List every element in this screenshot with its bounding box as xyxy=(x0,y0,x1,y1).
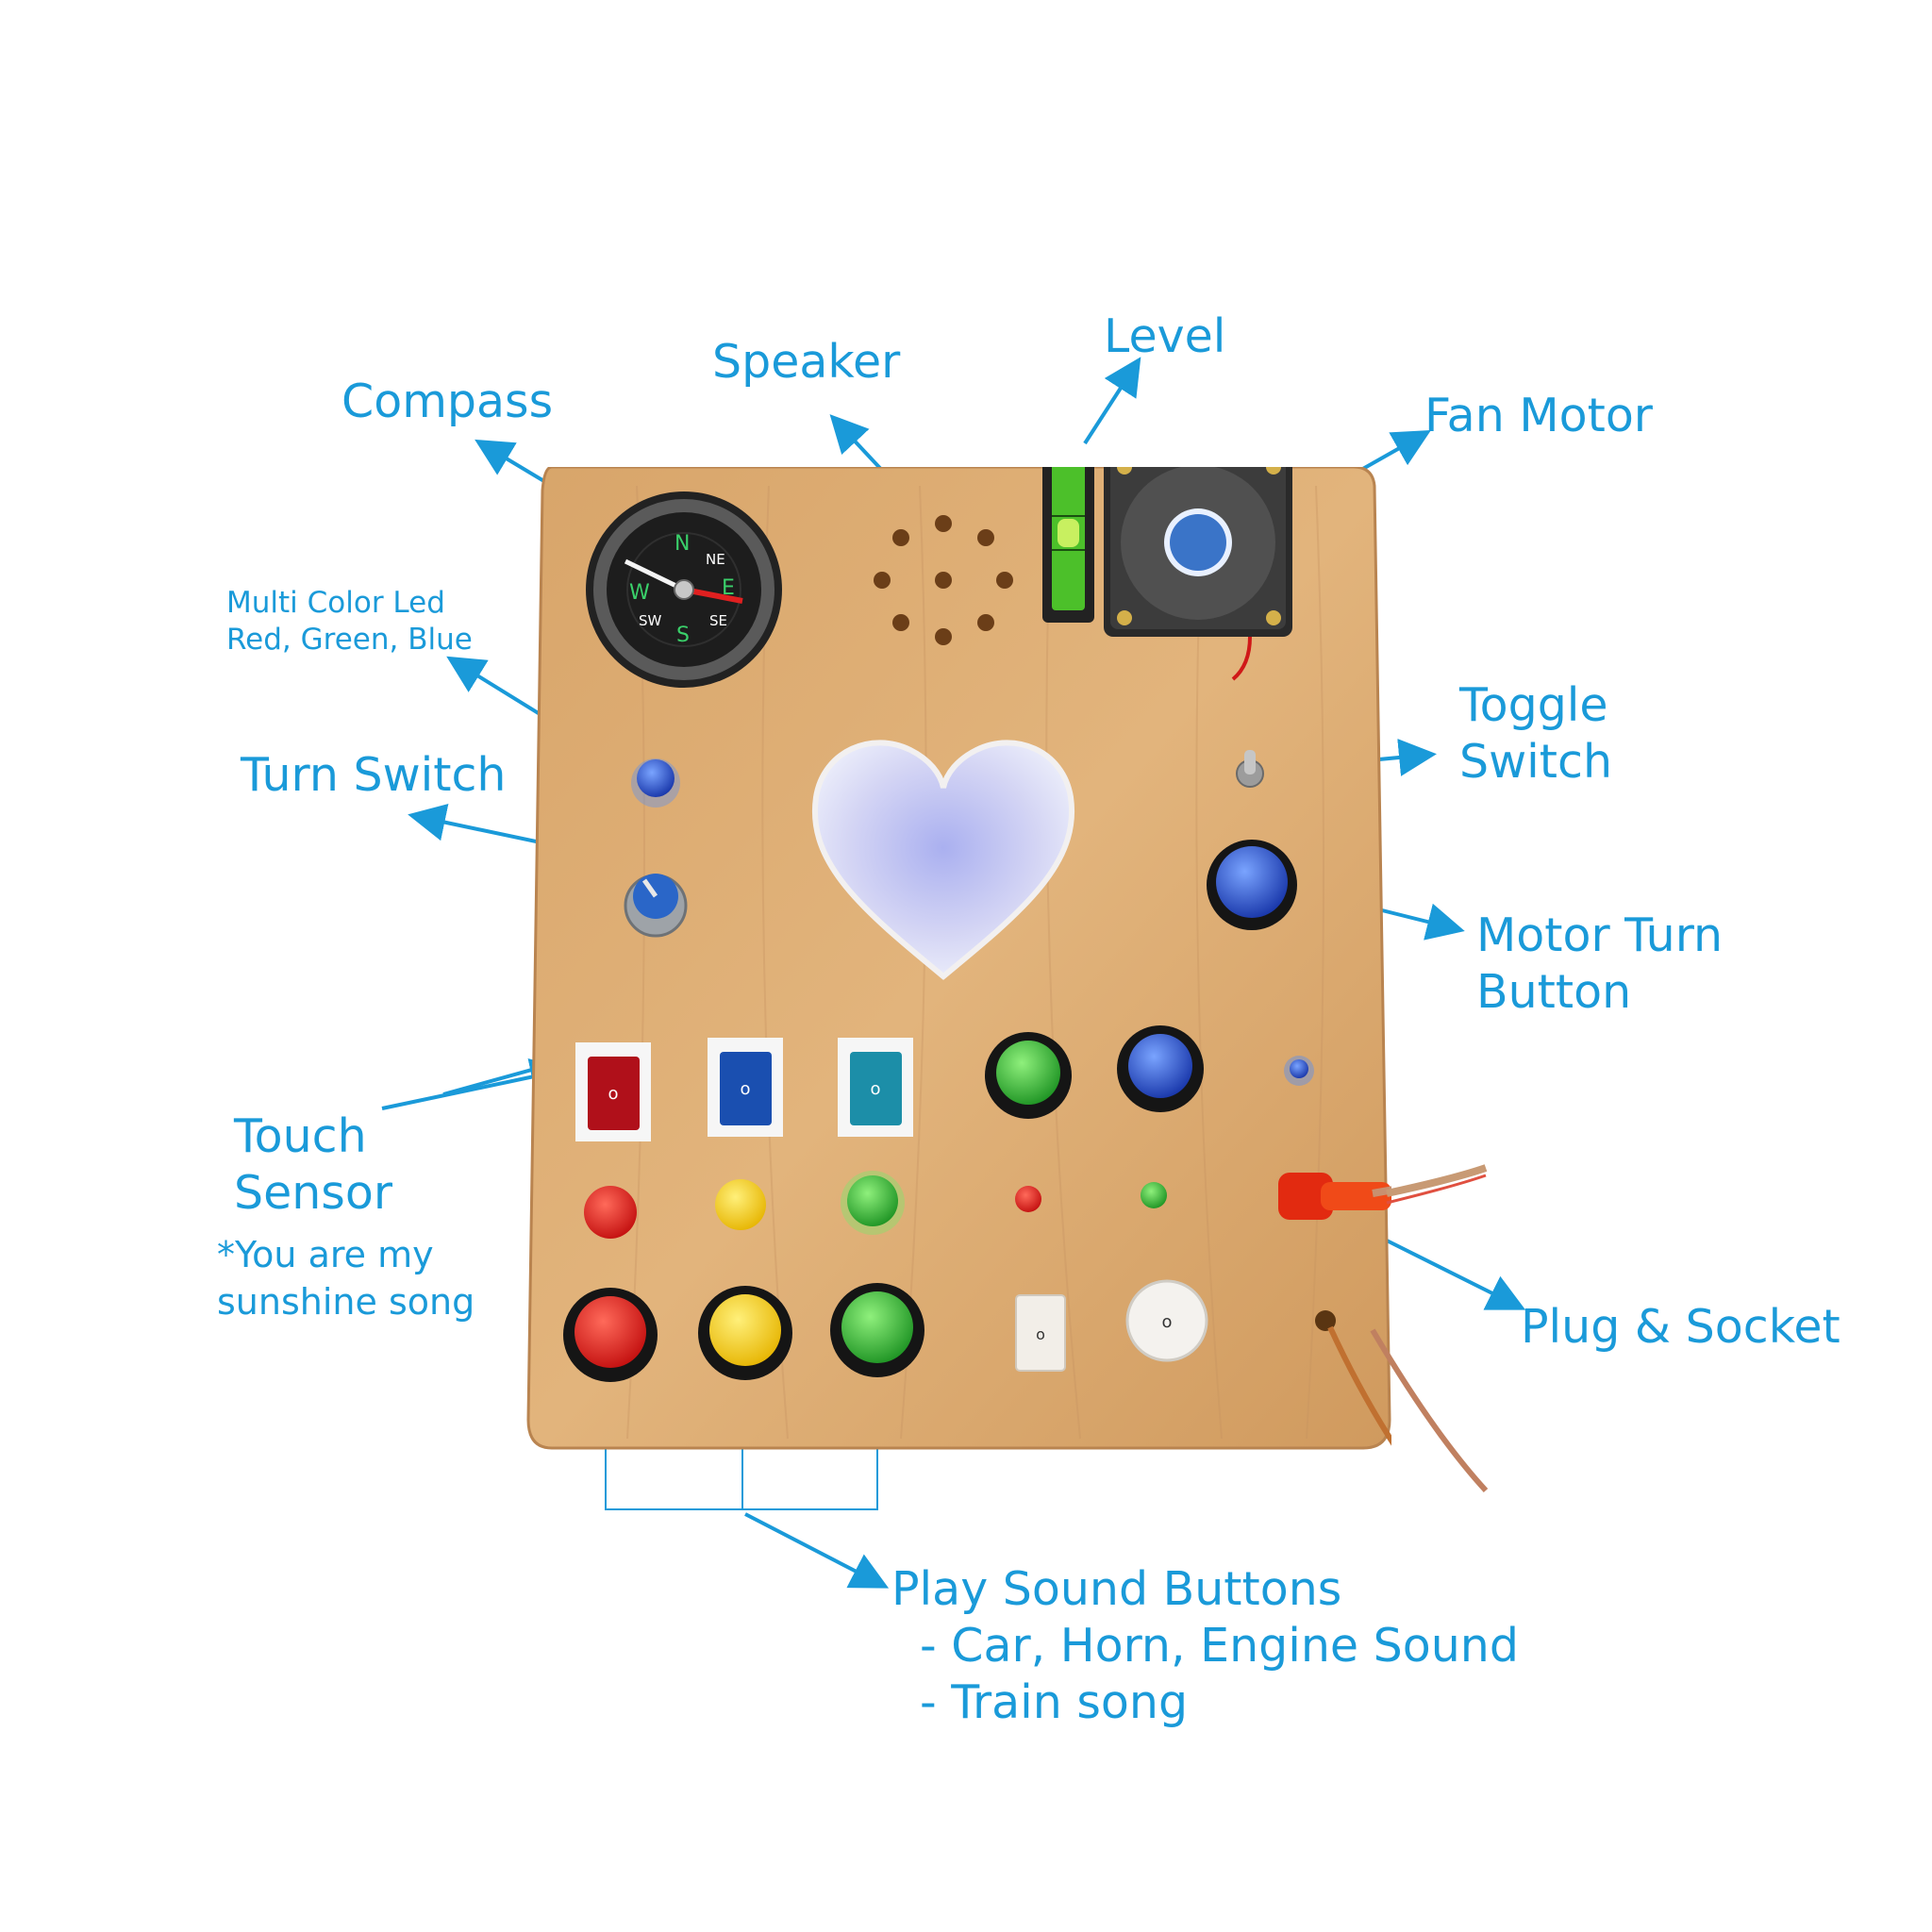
spirit-level[interactable] xyxy=(1042,467,1094,623)
play-sound-line3: - Train song xyxy=(920,1675,1189,1729)
white-rocker-switch[interactable]: o xyxy=(1015,1294,1066,1372)
motor-turn-line2: Button xyxy=(1476,965,1632,1019)
compass-se: SE xyxy=(709,612,727,629)
multi-color-led xyxy=(631,758,680,808)
blue-led xyxy=(1284,1056,1314,1086)
turn-switch-label: Turn Switch xyxy=(241,748,507,802)
touch-sensor-arrow-lower xyxy=(381,1058,569,1110)
touch-sensor-heart[interactable] xyxy=(811,740,1075,980)
motor-turn-line1: Motor Turn xyxy=(1476,908,1724,962)
plug-socket-arrow xyxy=(1376,1234,1526,1310)
multi-color-led-line1: Multi Color Led xyxy=(226,586,445,620)
play-sound-arrow xyxy=(744,1512,890,1589)
speaker-label: Speaker xyxy=(712,335,901,389)
small-red-led xyxy=(1015,1186,1041,1212)
rocker-switch-blue[interactable]: o xyxy=(708,1038,783,1137)
fan-motor-label: Fan Motor xyxy=(1424,389,1653,442)
svg-text:o: o xyxy=(870,1079,880,1099)
toggle-switch-line2: Switch xyxy=(1459,735,1613,789)
multi-color-led-line2: Red, Green, Blue xyxy=(226,622,473,657)
rocker-switch-red[interactable]: o xyxy=(575,1042,651,1141)
touch-sensor-label: Touch Sensor xyxy=(234,1108,392,1222)
svg-text:o: o xyxy=(1161,1312,1172,1332)
multi-color-led-label: Multi Color Led Red, Green, Blue xyxy=(226,585,473,658)
svg-text:o: o xyxy=(1036,1325,1045,1343)
toggle-switch-line1: Toggle xyxy=(1459,678,1608,732)
play-sound-button-red[interactable] xyxy=(563,1288,658,1382)
compass-w: W xyxy=(629,581,650,605)
motor-turn-button[interactable] xyxy=(1207,840,1297,930)
green-led xyxy=(841,1171,905,1235)
plug-and-socket[interactable] xyxy=(1278,1170,1391,1462)
touch-note-line2: sunshine song xyxy=(217,1281,475,1323)
level-arrow xyxy=(1083,357,1141,445)
compass[interactable]: N NE E SE S SW W xyxy=(586,491,782,688)
small-green-led xyxy=(1141,1182,1167,1208)
motor-turn-button-label: Motor Turn Button xyxy=(1476,908,1723,1021)
touch-note-line1: *You are my xyxy=(217,1234,434,1275)
level-label: Level xyxy=(1104,309,1226,363)
touch-sensor-line2: Sensor xyxy=(234,1166,392,1220)
plug-socket-label: Plug & Socket xyxy=(1521,1300,1840,1354)
red-led xyxy=(584,1186,637,1239)
compass-sw: SW xyxy=(639,612,662,629)
speaker-holes xyxy=(874,515,1013,645)
play-sound-line2: - Car, Horn, Engine Sound xyxy=(920,1619,1519,1673)
play-sound-button-yellow[interactable] xyxy=(698,1286,792,1380)
compass-s: S xyxy=(676,624,690,647)
blue-light-button[interactable] xyxy=(1117,1025,1204,1112)
compass-ne: NE xyxy=(706,551,725,568)
green-light-button[interactable] xyxy=(985,1032,1072,1119)
toggle-switch[interactable] xyxy=(1236,750,1264,788)
toggle-switch-label: Toggle Switch xyxy=(1459,677,1612,791)
busy-board: N NE E SE S SW W xyxy=(526,467,1391,1462)
touch-sensor-note: *You are my sunshine song xyxy=(217,1231,475,1325)
compass-label: Compass xyxy=(341,375,554,428)
play-sound-line1: Play Sound Buttons xyxy=(891,1562,1342,1616)
svg-text:o: o xyxy=(740,1079,750,1099)
compass-n: N xyxy=(675,532,690,556)
turn-switch-knob[interactable] xyxy=(624,874,688,938)
white-round-switch[interactable]: o xyxy=(1125,1279,1208,1362)
play-sound-buttons-label: Play Sound Buttons - Car, Horn, Engine S… xyxy=(891,1561,1519,1731)
touch-sensor-line1: Touch xyxy=(234,1109,367,1163)
compass-e: E xyxy=(722,576,735,600)
rocker-switch-teal[interactable]: o xyxy=(838,1038,913,1137)
fan-motor[interactable] xyxy=(1104,467,1292,681)
yellow-led xyxy=(715,1179,766,1230)
play-sound-button-green[interactable] xyxy=(830,1283,924,1377)
svg-text:o: o xyxy=(608,1084,618,1104)
